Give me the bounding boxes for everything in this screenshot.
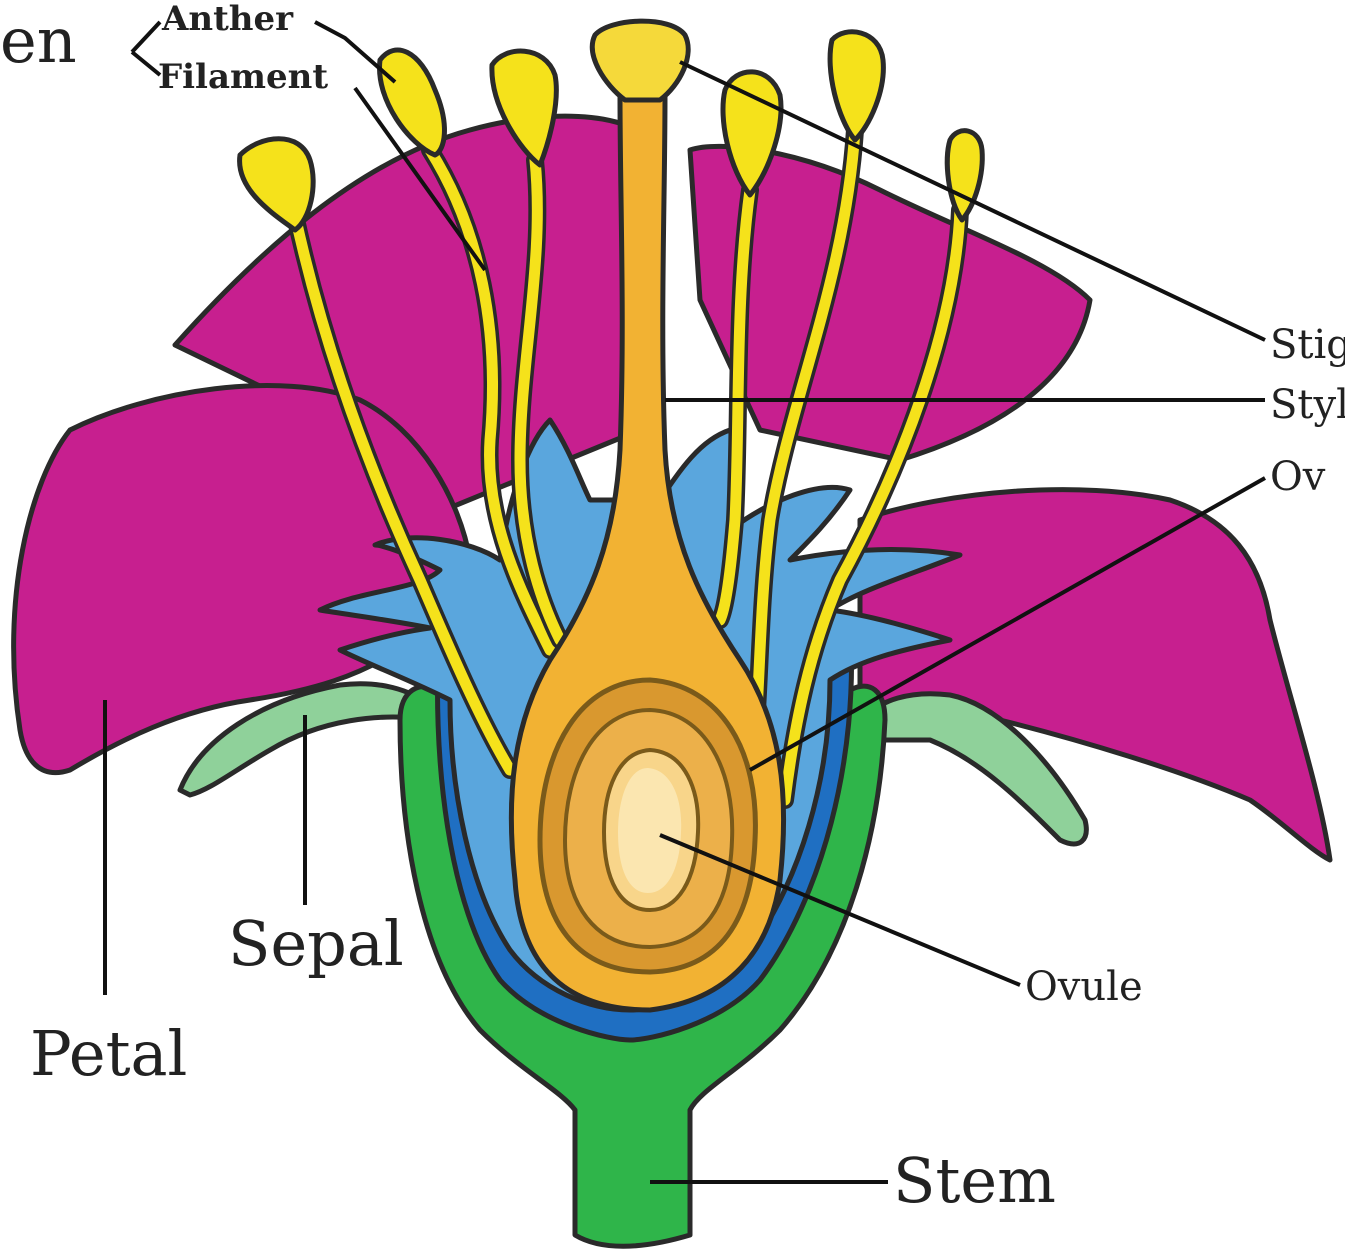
label-stem: Stem <box>893 1144 1056 1217</box>
stigma <box>592 21 688 100</box>
label-style: Styl <box>1270 382 1345 428</box>
petal-right <box>860 490 1330 860</box>
label-filament: Filament <box>158 57 328 97</box>
label-petal: Petal <box>30 1017 187 1090</box>
anther <box>240 139 314 230</box>
label-ovule: Ovule <box>1025 964 1143 1010</box>
label-anther: Anther <box>161 0 294 39</box>
anther <box>830 32 883 140</box>
label-stigma: Stig <box>1270 322 1345 368</box>
ovule-core <box>618 768 681 893</box>
anther <box>947 131 982 220</box>
label-sepal: Sepal <box>228 907 404 980</box>
label-stamen: en <box>0 4 77 77</box>
label-ovary: Ov <box>1270 454 1326 500</box>
